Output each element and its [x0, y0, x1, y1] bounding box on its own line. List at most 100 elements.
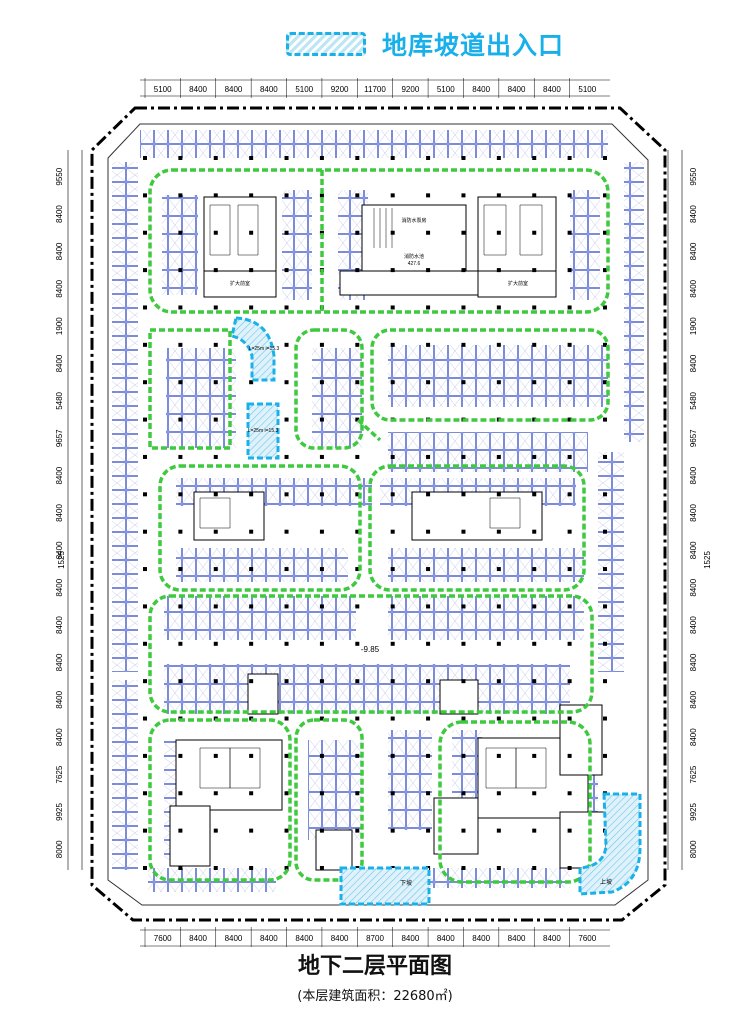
column: [213, 193, 218, 198]
column: [426, 753, 431, 758]
ramp-lower-label: L=25m i=15.3: [248, 428, 279, 434]
column: [496, 156, 501, 160]
column: [213, 342, 218, 347]
column: [426, 156, 431, 160]
column: [461, 866, 466, 870]
column: [532, 380, 537, 385]
dimension-label: 8400: [225, 934, 243, 943]
column: [390, 753, 395, 758]
column: [249, 753, 254, 758]
ramp-legend-swatch: [286, 32, 366, 56]
column: [426, 641, 431, 646]
column: [461, 567, 466, 572]
dimension-label: 7600: [578, 934, 596, 943]
column: [355, 529, 360, 534]
column: [284, 380, 289, 385]
legend: 地库坡道出入口: [286, 28, 564, 60]
dimension-label: 8400: [689, 242, 698, 260]
structural-columns: [143, 156, 607, 870]
column: [390, 641, 395, 646]
column: [213, 791, 218, 796]
column: [355, 380, 360, 385]
column: [355, 230, 360, 235]
column: [213, 567, 218, 572]
column: [355, 156, 360, 160]
column: [426, 716, 431, 721]
dimension-label: 9657: [55, 429, 64, 447]
column: [249, 305, 254, 310]
stair-details: [199, 204, 547, 789]
column: [461, 529, 466, 534]
plan-labels: 扩大前室 扩大前室 消防水泵房 消防水池 427.6 L=25m i=15.3 …: [230, 217, 612, 887]
dimension-label: 8400: [689, 728, 698, 746]
column: [213, 641, 218, 646]
column: [461, 828, 466, 833]
column: [143, 492, 147, 497]
column: [496, 866, 501, 870]
dimension-label: 8400: [55, 690, 64, 708]
column: [249, 156, 254, 160]
column: [603, 492, 607, 497]
column: [496, 268, 501, 273]
perimeter-parking-stalls: [112, 130, 644, 892]
column: [355, 268, 360, 273]
column: [390, 342, 395, 347]
column: [355, 791, 360, 796]
column: [461, 230, 466, 235]
pump-room-label: 消防水泵房: [401, 217, 426, 224]
column: [284, 679, 289, 684]
column: [143, 529, 147, 534]
column: [143, 156, 147, 160]
dimension-label: 8400: [689, 653, 698, 671]
column: [143, 641, 147, 646]
dimension-label: 9925: [689, 802, 698, 820]
dimension-label: 8400: [689, 578, 698, 596]
column: [496, 679, 501, 684]
column: [284, 342, 289, 347]
column: [213, 753, 218, 758]
column: [532, 492, 537, 497]
column: [284, 791, 289, 796]
column: [178, 828, 183, 833]
column: [284, 268, 289, 273]
column: [249, 641, 254, 646]
ramp-upper-curved: [230, 316, 276, 382]
dimension-label: 8400: [260, 934, 278, 943]
column: [143, 753, 147, 758]
dimension-label: 5480: [689, 391, 698, 409]
column: [567, 492, 572, 497]
column: [426, 193, 431, 198]
column: [143, 791, 147, 796]
column: [532, 716, 537, 721]
column: [532, 342, 537, 347]
column: [567, 753, 572, 758]
column: [213, 156, 218, 160]
column: [461, 454, 466, 459]
dimension-label: 8400: [543, 85, 561, 94]
column: [178, 342, 183, 347]
column: [532, 753, 537, 758]
dimension-label: 8400: [55, 504, 64, 522]
dimension-label: 9550: [689, 167, 698, 185]
column: [496, 305, 501, 310]
column: [319, 828, 324, 833]
core-label-right: 扩大前室: [508, 280, 528, 287]
dimension-label: 8400: [55, 616, 64, 634]
column: [178, 230, 183, 235]
dimension-label: 5100: [295, 85, 313, 94]
column: [567, 641, 572, 646]
column: [178, 567, 183, 572]
dimension-label: 8400: [689, 690, 698, 708]
ramp-upper-label: L=25m i=15.3: [249, 346, 280, 352]
column: [249, 380, 254, 385]
column: [532, 567, 537, 572]
column: [496, 492, 501, 497]
column: [178, 156, 183, 160]
column: [567, 454, 572, 459]
column: [426, 268, 431, 273]
column: [284, 604, 289, 609]
column: [178, 492, 183, 497]
column: [213, 230, 218, 235]
